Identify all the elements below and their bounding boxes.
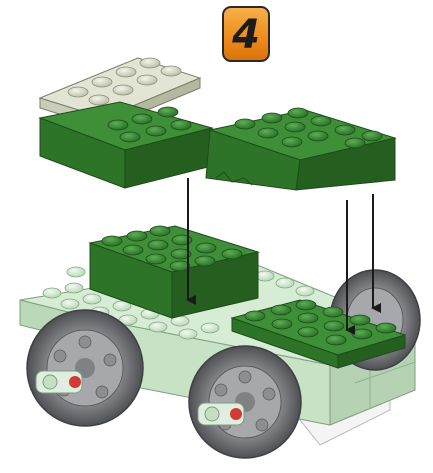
dark-green-brick-2x4-icon <box>40 102 212 188</box>
step-number-badge: 4 <box>222 6 270 62</box>
gray-wheel-icon <box>27 310 143 426</box>
gray-wheel-icon <box>189 346 301 458</box>
dark-green-slope-brick-2x4-icon <box>206 108 395 190</box>
step-number: 4 <box>232 15 260 55</box>
